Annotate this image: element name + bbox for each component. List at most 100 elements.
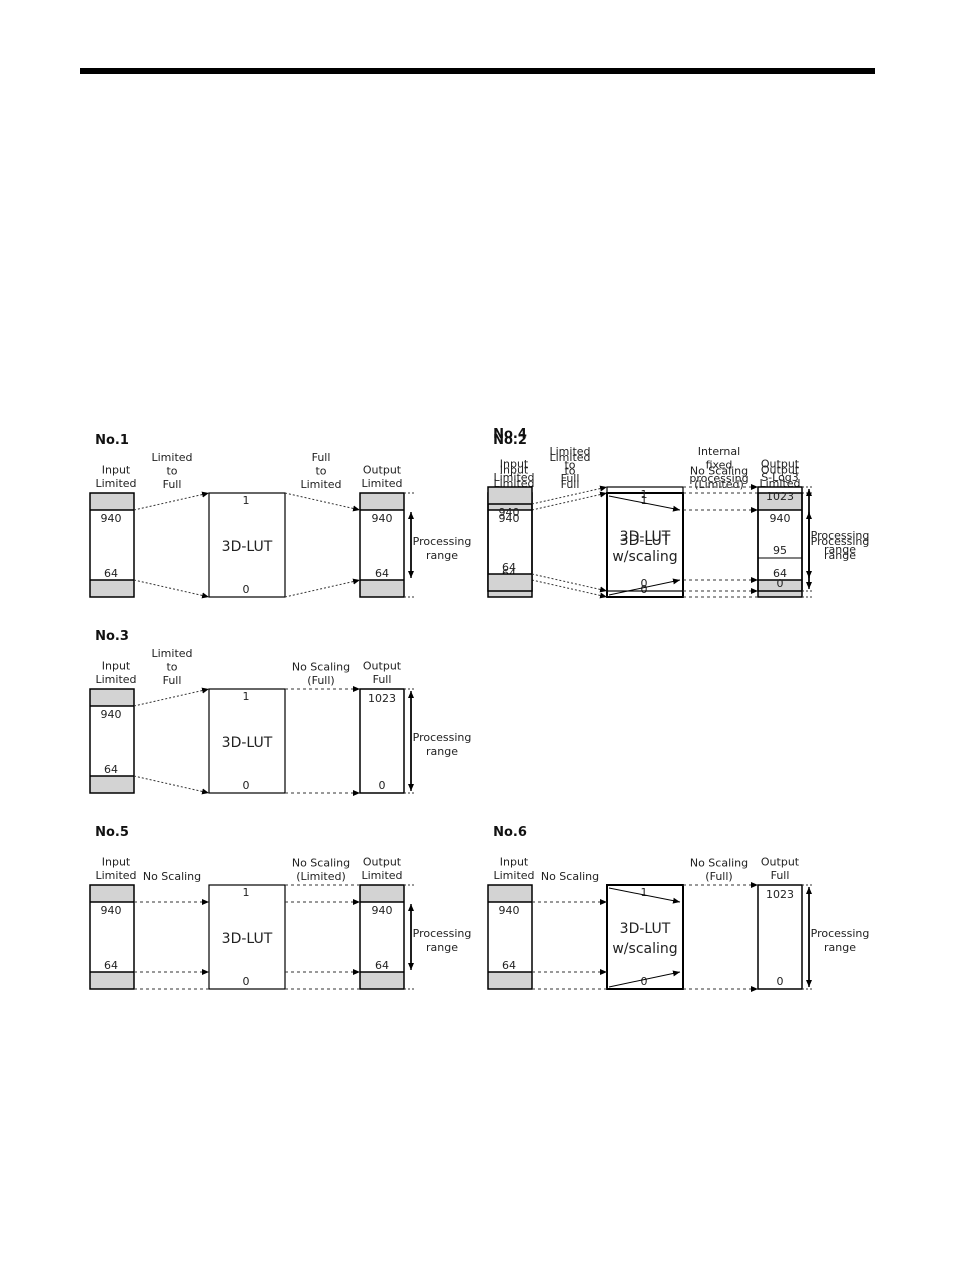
- conv-right-label-line: Internal: [698, 445, 740, 458]
- conv-left-label-line: Full: [163, 674, 182, 687]
- range-label-line: range: [824, 543, 856, 556]
- output-top-value: 940: [770, 512, 791, 525]
- input-label-line: Input: [102, 464, 131, 477]
- conv-right-label-line: Full: [312, 451, 331, 464]
- input-label-line: Input: [500, 856, 529, 869]
- input-band-bottom: [90, 972, 134, 989]
- diagram-no3: No.394064InputLimited103D-LUT10230Output…: [89, 629, 471, 796]
- output-top-value: 940: [372, 904, 393, 917]
- conv-left-label-line: Full: [561, 472, 580, 485]
- diagram-no2: No.294064InputLimited103D-LUTw/scaling94…: [487, 433, 869, 599]
- input-top-value: 940: [499, 512, 520, 525]
- diagram-title: No.6: [493, 825, 527, 840]
- conv-left-bottom: [133, 775, 210, 795]
- conv-right-label-line: (Limited): [296, 870, 346, 883]
- output-frame: [757, 486, 803, 592]
- input-label-line: Input: [102, 660, 131, 673]
- output-frame: [757, 884, 803, 990]
- lut-top-value: 1: [243, 886, 250, 899]
- output-label-line: Full: [373, 673, 392, 686]
- diagram-no4: No.494064InputLimited103D-LUT1023095Outp…: [487, 427, 870, 594]
- input-bottom-value: 64: [104, 763, 118, 776]
- conversion-left: No Scaling: [532, 870, 607, 990]
- conv-right-bottom: [284, 578, 361, 598]
- output-label-line: S-Log3: [761, 471, 799, 484]
- diagram-no5: No.594064InputLimited103D-LUT94064Output…: [89, 825, 472, 990]
- lut-label: 3D-LUT: [222, 539, 273, 555]
- output-frame: [359, 884, 405, 990]
- range-label-line: range: [426, 941, 458, 954]
- conv-right-label-line: Limited: [300, 478, 341, 491]
- input-band-top: [90, 689, 134, 706]
- conversion-right: No Scaling(Full): [683, 857, 758, 992]
- lut-frame: [208, 688, 286, 794]
- input-band-top: [488, 885, 532, 902]
- conv-left-label-line: to: [564, 459, 575, 472]
- output-band-bottom: [758, 580, 802, 597]
- lut-top-value: 1: [243, 690, 250, 703]
- output-top-value: 1023: [766, 888, 794, 901]
- conv-left-label-line: Limited: [549, 451, 590, 464]
- output-label-line: Output: [363, 660, 402, 673]
- input-frame: [487, 884, 533, 990]
- input-bottom-value: 64: [502, 959, 516, 972]
- range-label-line: Processing: [413, 927, 472, 940]
- input-band-top: [90, 493, 134, 510]
- conv-right-label-line: No Scaling: [690, 857, 748, 870]
- output-bottom-value: 64: [773, 567, 787, 580]
- lut-top-value: 1: [243, 494, 250, 507]
- range-label-line: Processing: [811, 927, 870, 940]
- output-frame: [359, 688, 405, 794]
- conv-left-label-line: to: [166, 465, 177, 478]
- lut-frame: [208, 884, 286, 990]
- lut-bottom-value: 0: [641, 583, 648, 596]
- output-label-line: Output: [761, 856, 800, 869]
- output-top-value: 940: [372, 512, 393, 525]
- scaling-arrow-top: [608, 495, 681, 512]
- input-band-bottom: [90, 776, 134, 793]
- lut-label: 3D-LUT: [620, 533, 671, 549]
- lut-bottom-value: 0: [243, 779, 250, 792]
- conv-left-label-line: Limited: [151, 647, 192, 660]
- lut-top-value: 1: [641, 488, 648, 501]
- input-top-value: 940: [101, 512, 122, 525]
- input-label-line: Limited: [95, 477, 136, 490]
- diagram-title: No.5: [95, 825, 129, 840]
- input-top-value: 940: [499, 904, 520, 917]
- output-label-line: Output: [363, 856, 402, 869]
- input-band-bottom: [488, 574, 532, 591]
- output-frame: [359, 492, 405, 598]
- diagram-no1: No.194064InputLimited103D-LUT94064Output…: [89, 433, 471, 599]
- input-band-top: [488, 487, 532, 504]
- conv-left-label-line: Full: [561, 478, 580, 491]
- output-band-top: [758, 493, 802, 510]
- input-bottom-value: 64: [104, 959, 118, 972]
- input-frame: [487, 486, 533, 592]
- conv-left-top: [133, 687, 210, 707]
- lut-bottom-value: 0: [641, 975, 648, 988]
- conv-right-label-line: processing: [689, 472, 748, 485]
- output-label-line: Limited: [361, 869, 402, 882]
- conv-left-label-line: Limited: [549, 445, 590, 458]
- conv-left-label-line: No Scaling: [143, 870, 201, 883]
- input-top-value: 940: [101, 708, 122, 721]
- output-band-bottom: [360, 972, 404, 989]
- conv-left-label-line: Full: [163, 478, 182, 491]
- range-label-line: Processing: [811, 529, 870, 542]
- input-label-line: Limited: [493, 869, 534, 882]
- output-top-value: 1023: [766, 490, 794, 503]
- conv-right-label-line: (Full): [307, 674, 334, 687]
